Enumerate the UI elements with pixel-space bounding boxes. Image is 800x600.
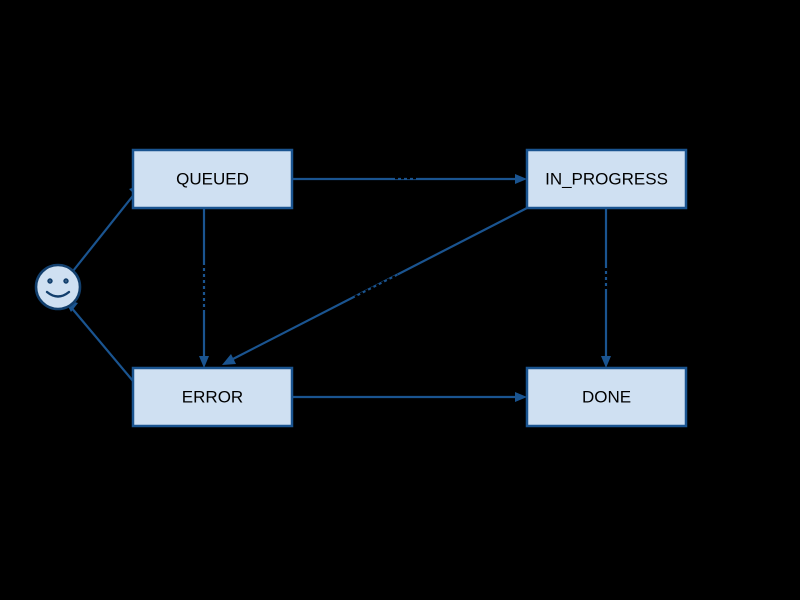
node-done-box xyxy=(525,366,688,428)
node-queued-box xyxy=(131,148,294,210)
edge-error-to-start[interactable] xyxy=(64,299,134,382)
node-in-progress[interactable]: IN_PROGRESS xyxy=(525,148,688,210)
start-node-circle xyxy=(34,263,82,311)
edge-start-to-queued[interactable] xyxy=(72,185,141,272)
node-done-label: DONE xyxy=(582,387,631,406)
node-in-progress-box xyxy=(525,148,688,210)
node-start-smiley[interactable] xyxy=(34,263,82,311)
node-error-label: ERROR xyxy=(182,387,243,406)
node-queued[interactable]: QUEUED xyxy=(131,148,294,210)
edge-queued-to-error[interactable] xyxy=(199,208,209,368)
node-error-box xyxy=(131,366,294,428)
node-in-progress-label: IN_PROGRESS xyxy=(545,169,668,188)
edge-error-to-done[interactable] xyxy=(292,392,527,402)
edge-queued-to-in-progress[interactable] xyxy=(292,174,527,184)
node-queued-label: QUEUED xyxy=(176,169,249,188)
smiley-left-eye-icon xyxy=(47,278,53,284)
node-done[interactable]: DONE xyxy=(525,366,688,428)
edge-in-progress-to-done[interactable] xyxy=(601,208,611,368)
smiley-mouth-icon xyxy=(45,290,71,298)
edge-in-progress-to-error[interactable] xyxy=(222,207,528,365)
smiley-right-eye-icon xyxy=(63,278,69,284)
node-error[interactable]: ERROR xyxy=(131,366,294,428)
